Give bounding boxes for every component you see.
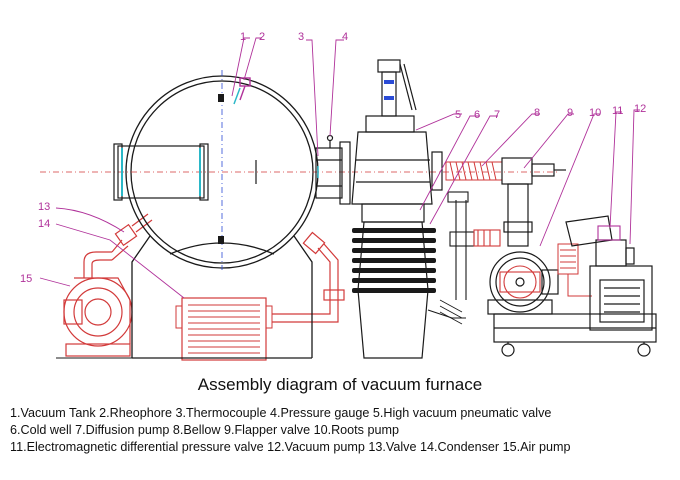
rheophore-tip (233, 87, 241, 105)
diffusion-pump-coils (352, 228, 436, 293)
callout-9: 9 (567, 107, 573, 119)
callout-13: 13 (38, 201, 50, 213)
fore-line-bellow (439, 299, 463, 325)
tank-outlet (315, 134, 351, 205)
callout-3: 3 (298, 31, 304, 43)
flapper-valve (501, 157, 566, 247)
rheophore (239, 77, 251, 101)
callout-4: 4 (342, 31, 348, 43)
callout-12: 12 (634, 103, 646, 115)
legend: 1.Vacuum Tank 2.Rheophore 3.Thermocouple… (10, 405, 675, 456)
callout-6: 6 (474, 109, 480, 121)
roots-pump-cooling (557, 243, 592, 297)
callout-1: 1 (240, 31, 246, 43)
roots-pump-inner (499, 265, 541, 299)
legend-line-2: 6.Cold well 7.Diffusion pump 8.Bellow 9.… (10, 423, 399, 437)
high-vacuum-valve (351, 59, 443, 205)
callout-11: 11 (612, 105, 623, 117)
callout-15: 15 (20, 273, 32, 285)
callout-14: 14 (38, 218, 50, 230)
bellow (445, 161, 503, 181)
roots-pump (487, 251, 559, 315)
diagram-title: Assembly diagram of vacuum furnace (197, 375, 483, 394)
legend-line-1: 1.Vacuum Tank 2.Rheophore 3.Thermocouple… (10, 406, 552, 420)
air-pump (63, 251, 133, 357)
callout-leaders (39, 37, 640, 299)
tank-ports (218, 94, 224, 244)
callout-8: 8 (534, 107, 540, 119)
callout-10: 10 (589, 107, 601, 119)
fore-line (427, 191, 475, 319)
valve-actuator (384, 80, 394, 100)
callout-7: 7 (494, 109, 500, 121)
callout-5: 5 (455, 109, 461, 121)
vacuum-pump (565, 215, 653, 331)
condenser (175, 297, 273, 361)
callout-2: 2 (259, 31, 265, 43)
legend-line-3: 11.Electromagnetic differential pressure… (10, 440, 571, 454)
cooling-pipe (272, 231, 345, 323)
door-glass (121, 148, 201, 196)
vacuum-furnace-diagram: 1 2 3 4 5 6 7 8 9 10 11 12 13 14 15 (20, 31, 657, 361)
pressure-valve (597, 225, 621, 241)
pump-cart (493, 313, 657, 357)
fore-line-red (473, 229, 501, 247)
